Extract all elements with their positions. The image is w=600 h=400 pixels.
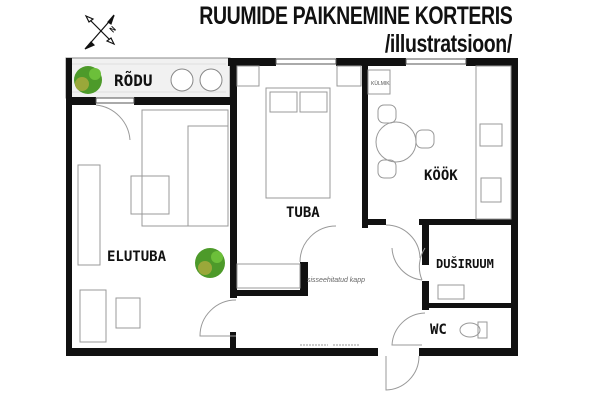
closet-label: sisseehitatud kapp (307, 277, 365, 284)
page-title: RUUMIDE PAIKNEMINE KORTERIS (198, 2, 512, 30)
compass-north-label: N (108, 25, 118, 35)
balcony-chair (170, 68, 194, 92)
fridge (367, 69, 391, 95)
plant-icon (195, 248, 225, 278)
living-room-furniture (77, 104, 237, 343)
kitchen-furniture (367, 65, 512, 259)
balcony-chair (199, 68, 223, 92)
page-subtitle: /illustratsioon/ (384, 30, 512, 58)
fridge-label: KÜLMIK (371, 80, 390, 87)
room-label-bedroom: TUBA (286, 205, 320, 221)
windows (95, 58, 467, 104)
room-label-balcony: RÕDU (114, 71, 153, 90)
room-label-living-room: ELUTUBA (107, 249, 167, 265)
room-label-shower-room: DUŠIRUUM (436, 256, 494, 271)
room-label-kitchen: KÖÖK (424, 166, 458, 184)
bed (236, 65, 362, 289)
plant-icon (74, 66, 102, 94)
compass-icon (84, 14, 116, 50)
bathroom-fixtures (385, 247, 488, 391)
walls (66, 58, 518, 356)
room-label-wc: WC (430, 322, 447, 338)
